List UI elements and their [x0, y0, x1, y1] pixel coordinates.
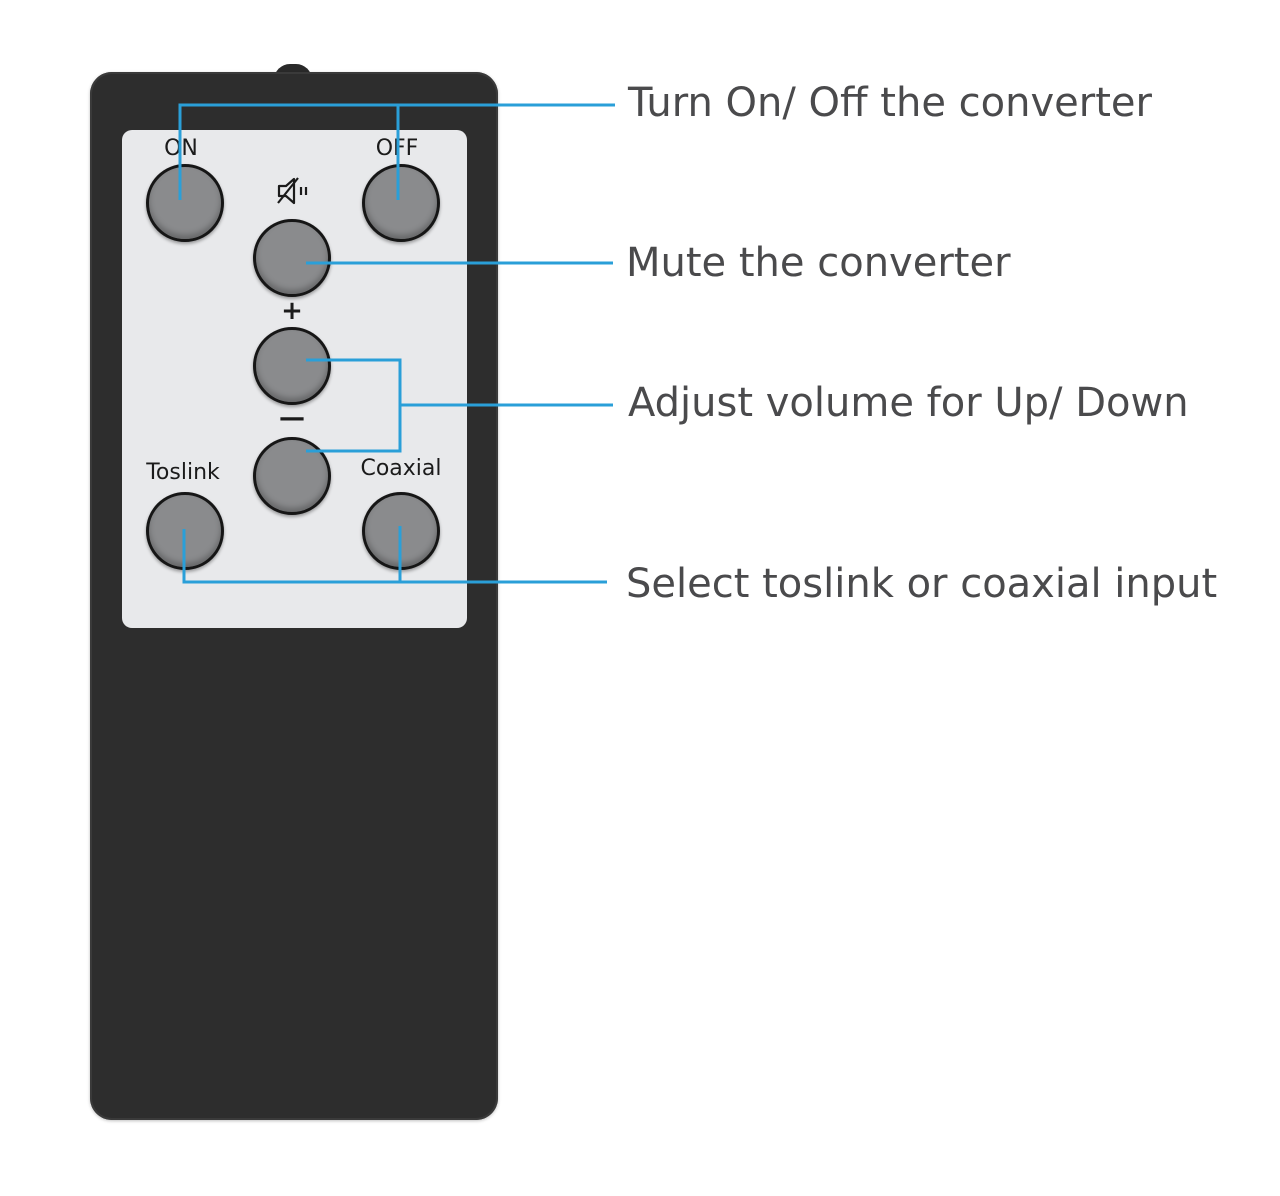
coaxial-button[interactable]	[362, 492, 440, 570]
on-label: ON	[164, 136, 198, 161]
volume-minus-sign: —	[279, 403, 305, 433]
mute-button[interactable]	[253, 219, 331, 297]
mute-callout: Mute the converter	[626, 240, 1011, 286]
volume-down-button[interactable]	[253, 437, 331, 515]
off-button[interactable]	[362, 164, 440, 242]
input-callout: Select toslink or coaxial input	[626, 561, 1218, 607]
toslink-button[interactable]	[146, 492, 224, 570]
speaker-mute-icon	[277, 177, 308, 205]
volume-callout: Adjust volume for Up/ Down	[628, 380, 1189, 426]
toslink-label: Toslink	[146, 460, 220, 485]
off-label: OFF	[375, 136, 419, 161]
coaxial-label: Coaxial	[360, 456, 442, 481]
volume-plus-sign: +	[281, 296, 303, 326]
power-callout: Turn On/ Off the converter	[628, 80, 1152, 126]
on-button[interactable]	[146, 164, 224, 242]
volume-up-button[interactable]	[253, 327, 331, 405]
